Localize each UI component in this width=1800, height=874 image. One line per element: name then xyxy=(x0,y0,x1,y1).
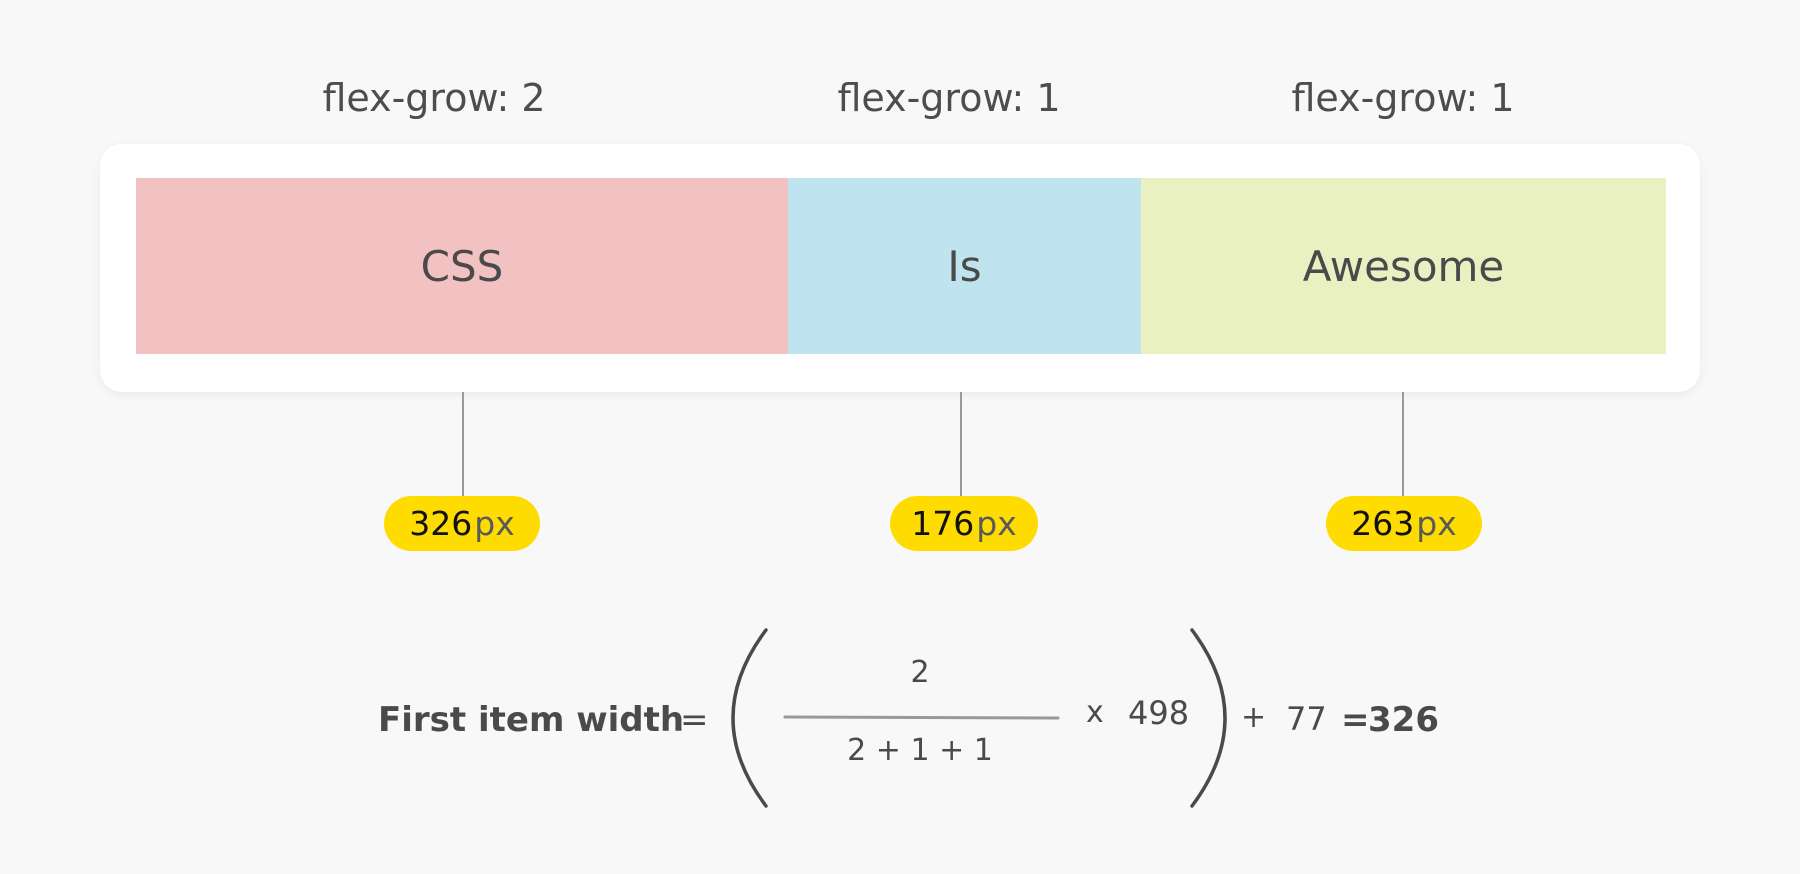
left-parenthesis xyxy=(731,628,768,808)
connector-line-css xyxy=(462,392,464,496)
connector-line-awesome xyxy=(1402,392,1404,496)
flex-item-is: Is xyxy=(788,178,1141,354)
flex-grow-label-css: flex-grow: 2 xyxy=(322,76,546,120)
flex-grow-label-awesome: flex-grow: 1 xyxy=(1291,76,1515,120)
flex-row: CSS Is Awesome xyxy=(136,178,1666,354)
formula-plus-sign: + xyxy=(1241,700,1267,735)
flex-item-css: CSS xyxy=(136,178,788,354)
flex-grow-label-is: flex-grow: 1 xyxy=(837,76,1061,120)
formula-result: 326 xyxy=(1368,700,1439,740)
right-parenthesis xyxy=(1190,628,1227,808)
formula-times-sign: x xyxy=(1086,695,1104,730)
width-badge-awesome-unit: px xyxy=(1416,504,1457,543)
fraction-numerator: 2 xyxy=(910,655,930,690)
flex-item-css-text: CSS xyxy=(420,241,504,291)
flex-item-awesome-text: Awesome xyxy=(1302,241,1505,291)
formula-base-size: 77 xyxy=(1286,700,1327,738)
width-badge-is-unit: px xyxy=(976,504,1017,543)
formula-equals-sign: = xyxy=(680,700,709,740)
fraction-bar xyxy=(783,715,1060,720)
formula-label: First item width xyxy=(378,700,685,740)
fraction-denominator: 2 + 1 + 1 xyxy=(847,733,993,768)
formula-result-equals: = xyxy=(1341,700,1370,740)
formula-free-space: 498 xyxy=(1128,694,1190,732)
flex-container: CSS Is Awesome xyxy=(100,144,1700,392)
connector-line-is xyxy=(960,392,962,496)
width-badge-awesome-value: 263 xyxy=(1351,504,1415,543)
width-badge-css-value: 326 xyxy=(409,504,473,543)
flex-item-awesome: Awesome xyxy=(1141,178,1666,354)
flex-item-is-text: Is xyxy=(947,241,982,291)
width-badge-is-value: 176 xyxy=(911,504,975,543)
width-badge-css-unit: px xyxy=(474,504,515,543)
